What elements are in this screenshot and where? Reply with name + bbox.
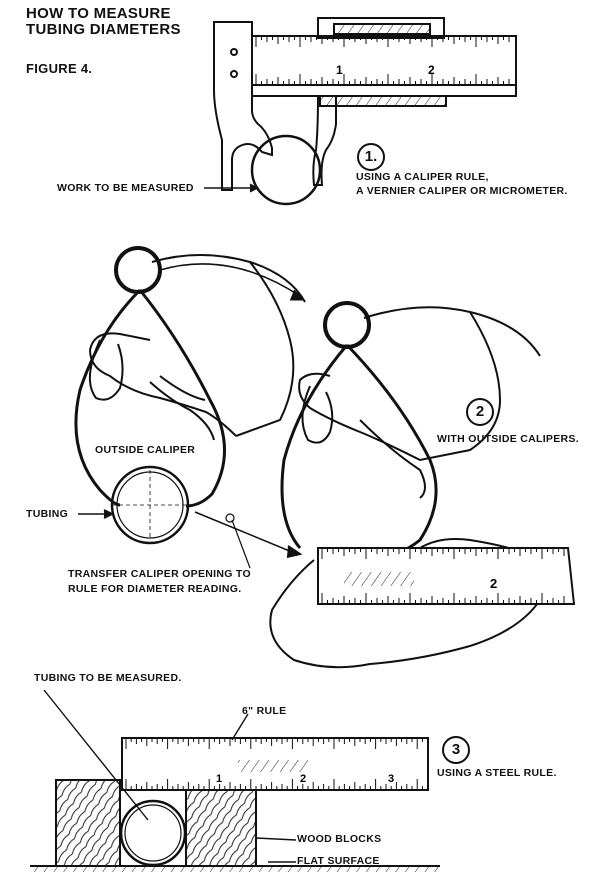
- caliper-moving-jaw: [312, 95, 337, 186]
- flat-surface: [30, 866, 440, 872]
- caliper-pivot-ring-right: [323, 301, 371, 349]
- six-inch-rule-label: 6" RULE: [242, 705, 287, 717]
- wood-block-left: [55, 779, 121, 867]
- tubing-to-be-measured-label: TUBING TO BE MEASURED.: [34, 672, 182, 684]
- caliper-rule-diagram: [204, 17, 517, 206]
- step-2-caption: WITH OUTSIDE CALIPERS.: [437, 433, 579, 445]
- step-1-badge: 1.: [357, 143, 385, 171]
- step-1-caption-line-2: A VERNIER CALIPER OR MICROMETER.: [356, 185, 568, 197]
- title-line-1: HOW TO MEASURE: [26, 5, 171, 22]
- step-3-caption: USING A STEEL RULE.: [437, 767, 557, 779]
- step-1-caption-line-1: USING A CALIPER RULE,: [356, 171, 489, 183]
- rule-3-ticks: [125, 739, 423, 789]
- caliper-rule-number-1: 1: [336, 63, 343, 77]
- transfer-motion-arrow: [159, 263, 301, 297]
- steel-rule-diagram: [30, 689, 440, 872]
- wood-blocks-label: WOOD BLOCKS: [297, 833, 382, 845]
- transfer-caption-line-2: RULE FOR DIAMETER READING.: [68, 583, 242, 595]
- page-title: HOW TO MEASURE TUBING DIAMETERS: [26, 6, 181, 38]
- caliper-slider: [317, 17, 445, 39]
- outside-caliper-legs: [74, 288, 226, 508]
- steel-rule-step-2: [317, 547, 576, 605]
- rule-3-number-1: 1: [216, 773, 222, 785]
- right-hand: [298, 306, 541, 462]
- transfer-caption-line-1: TRANSFER CALIPER OPENING TO: [68, 568, 251, 580]
- caliper-fixed-jaw: [213, 21, 273, 191]
- caliper-rule-number-2: 2: [428, 63, 435, 77]
- tubing-between-blocks: [119, 799, 187, 867]
- step-3-badge: 3: [442, 736, 470, 764]
- title-line-2: TUBING DIAMETERS: [26, 21, 181, 38]
- rule-2-ticks: [321, 549, 565, 603]
- outside-caliper-legs-right: [280, 343, 438, 554]
- caliper-pivot-ring-left: [114, 246, 162, 294]
- rule-2-number: 2: [490, 576, 497, 591]
- work-tube: [250, 134, 322, 206]
- left-hand: [88, 254, 306, 437]
- flat-surface-label: FLAT SURFACE: [297, 855, 380, 867]
- tubing-label: TUBING: [26, 508, 69, 520]
- outside-caliper-label: OUTSIDE CALIPER: [95, 444, 196, 456]
- work-to-be-measured-label: WORK TO BE MEASURED: [57, 182, 194, 194]
- rule-3-number-2: 2: [300, 773, 306, 785]
- rule-3-number-3: 3: [388, 773, 394, 785]
- right-hand-with-caliper: [269, 301, 541, 669]
- figure-label: FIGURE 4.: [26, 61, 93, 76]
- wood-block-right: [185, 779, 257, 867]
- step-2-badge: 2: [466, 398, 494, 426]
- left-hand-with-caliper: [74, 246, 306, 569]
- caliper-rule-ticks: [255, 37, 510, 84]
